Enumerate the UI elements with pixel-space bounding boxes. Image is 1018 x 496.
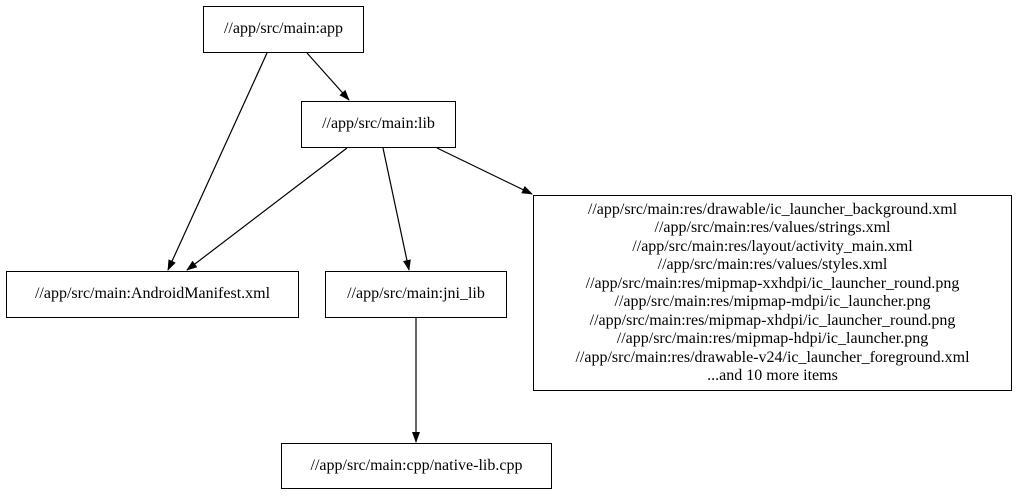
edge-lib-to-res-group xyxy=(436,147,533,195)
graph-node-jni-lib: //app/src/main:jni_lib xyxy=(325,271,507,318)
res-item: //app/src/main:res/mipmap-xxhdpi/ic_laun… xyxy=(585,274,960,292)
res-item: //app/src/main:res/mipmap-hdpi/ic_launch… xyxy=(616,330,929,347)
res-more-items: ...and 10 more items xyxy=(707,367,838,384)
res-item: //app/src/main:res/values/styles.xml xyxy=(657,256,888,273)
res-item: //app/src/main:res/mipmap-mdpi/ic_launch… xyxy=(614,293,931,310)
res-item: //app/src/main:res/layout/activity_main.… xyxy=(632,237,913,255)
edge-lib-to-jni-lib xyxy=(382,147,411,271)
node-androidmanifest-label: //app/src/main:AndroidManifest.xml xyxy=(34,285,271,303)
edge-lib-to-androidmanifest xyxy=(186,147,348,271)
res-item: //app/src/main:res/drawable/ic_launcher_… xyxy=(587,200,958,218)
res-item: //app/src/main:res/values/strings.xml xyxy=(654,219,891,236)
graph-node-native-cpp: //app/src/main:cpp/native-lib.cpp xyxy=(281,443,552,489)
res-item: //app/src/main:res/drawable-v24/ic_launc… xyxy=(575,348,970,366)
node-native-cpp-label: //app/src/main:cpp/native-lib.cpp xyxy=(310,456,523,474)
res-item: //app/src/main:res/mipmap-xhdpi/ic_launc… xyxy=(589,311,956,329)
node-app-label: //app/src/main:app xyxy=(223,20,344,38)
graph-node-res-group: //app/src/main:res/drawable/ic_launcher_… xyxy=(533,195,1012,391)
node-lib-label: //app/src/main:lib xyxy=(322,115,435,133)
graph-node-androidmanifest: //app/src/main:AndroidManifest.xml xyxy=(6,271,299,318)
graph-node-app: //app/src/main:app xyxy=(203,6,364,53)
edge-app-to-androidmanifest xyxy=(167,52,268,271)
node-jni-lib-label: //app/src/main:jni_lib xyxy=(347,285,485,303)
edge-app-to-lib xyxy=(306,52,350,101)
graph-node-lib: //app/src/main:lib xyxy=(301,101,456,148)
